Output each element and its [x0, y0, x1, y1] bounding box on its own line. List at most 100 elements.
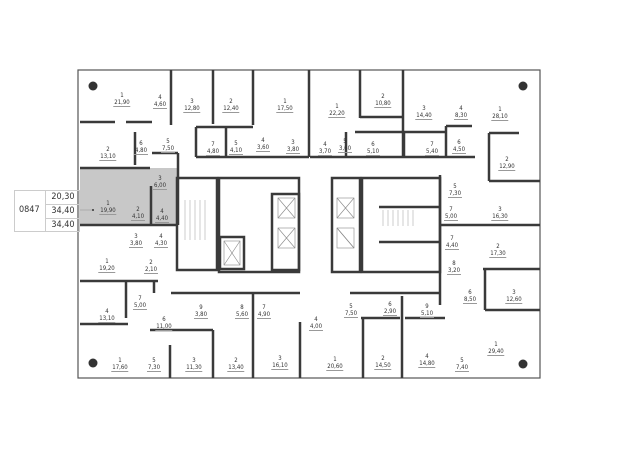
room-number: 6: [388, 301, 392, 308]
room-number: 7: [138, 295, 142, 302]
room-number: 3: [278, 355, 282, 362]
room-area: 5,00: [443, 213, 459, 221]
room-area: 10,80: [374, 100, 392, 108]
room-number: 3: [422, 105, 426, 112]
room-area: 5,60: [234, 311, 250, 319]
room-number: 2: [496, 243, 500, 250]
room-area: 3,80: [285, 146, 301, 154]
room-number: 7: [262, 304, 266, 311]
room-area: 4,80: [133, 147, 149, 155]
room-area: 3,60: [255, 144, 271, 152]
room-number: 2: [381, 93, 385, 100]
room-number: 2: [381, 355, 385, 362]
area-total-with-balcony: 34,40: [51, 220, 75, 230]
room-area: 4,80: [205, 148, 221, 156]
columns: [88, 81, 528, 369]
room-area: 3,70: [317, 148, 333, 156]
room-number: 4: [425, 353, 429, 360]
room-area: 4,10: [130, 213, 146, 221]
room-number: 8: [452, 260, 456, 267]
room-number: 4: [261, 137, 265, 144]
room-area: 2,10: [143, 266, 159, 274]
room-number: 9: [425, 303, 429, 310]
room-area: 14,50: [374, 362, 392, 370]
room-number: 1: [106, 200, 110, 207]
room-area: 12,80: [183, 105, 201, 113]
room-number: 9: [199, 304, 203, 311]
room-area: 4,50: [451, 146, 467, 154]
room-number: 4: [159, 233, 163, 240]
selected-apartment[interactable]: [80, 168, 178, 225]
room-area: 7,40: [454, 364, 470, 372]
room-area: 2,90: [382, 308, 398, 316]
room-area: 17,50: [276, 105, 294, 113]
apartment-info-box[interactable]: 0847 20,30 34,40 34,40: [14, 190, 80, 232]
room-area: 4,40: [444, 242, 460, 250]
room-area: 8,30: [453, 112, 469, 120]
area-living: 20,30: [46, 191, 80, 205]
room-area: 16,30: [491, 213, 509, 221]
room-number: 4: [160, 208, 164, 215]
room-area: 3,80: [128, 240, 144, 248]
room-number: 5: [453, 183, 457, 190]
area-total: 34,40: [46, 205, 80, 219]
room-number: 5: [166, 138, 170, 145]
room-number: 7: [450, 235, 454, 242]
room-area: 12,60: [505, 296, 523, 304]
room-number: 6: [371, 141, 375, 148]
room-area: 7,50: [343, 310, 359, 318]
room-area: 5,40: [424, 148, 440, 156]
room-number: 3: [192, 357, 196, 364]
room-area: 14,40: [415, 112, 433, 120]
room-number: 3: [134, 233, 138, 240]
room-area: 14,80: [418, 360, 436, 368]
room-area: 19,90: [99, 207, 117, 215]
room-area: 4,10: [228, 147, 244, 155]
room-number: 1: [105, 258, 109, 265]
room-area: 4,90: [256, 311, 272, 319]
room-number: 1: [335, 103, 339, 110]
room-number: 2: [505, 156, 509, 163]
walls: [80, 70, 540, 378]
room-area: 13,40: [227, 364, 245, 372]
room-area: 3,80: [193, 311, 209, 319]
room-area: 21,90: [113, 99, 131, 107]
room-area: 16,10: [271, 362, 289, 370]
room-number: 4: [323, 141, 327, 148]
room-area: 13,10: [98, 315, 116, 323]
room-number: 3: [158, 175, 162, 182]
